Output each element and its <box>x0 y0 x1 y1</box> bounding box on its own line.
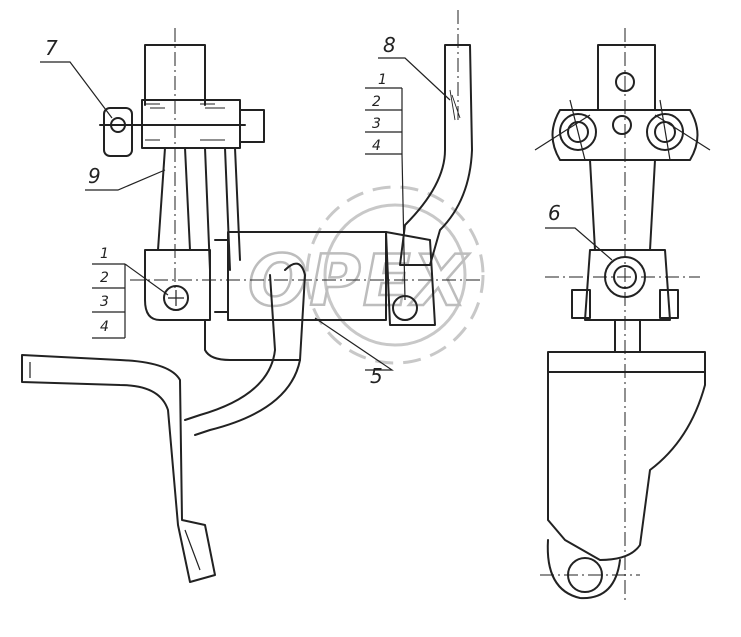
stack-left-4: 4 <box>100 319 109 335</box>
callout-9: 9 <box>88 164 101 188</box>
callout-stack-left: 1 2 3 4 <box>92 246 169 339</box>
stack-left-3: 3 <box>100 294 109 310</box>
callout-6: 6 <box>548 201 561 225</box>
right-assembly <box>534 28 711 600</box>
watermark-text: OPEX <box>248 240 470 322</box>
left-assembly <box>21 28 480 583</box>
callouts: 7 9 8 6 5 1 2 3 4 1 2 3 4 <box>40 33 613 388</box>
callout-5: 5 <box>370 364 383 388</box>
lever-8 <box>399 10 473 266</box>
stack-right-4: 4 <box>372 138 381 154</box>
stack-right-1: 1 <box>378 72 387 88</box>
callout-stack-right: 1 2 3 4 <box>365 72 406 301</box>
stack-right-2: 2 <box>372 94 381 110</box>
callout-8: 8 <box>383 33 396 57</box>
watermark: OPEX <box>247 185 485 365</box>
stack-right-3: 3 <box>372 116 381 132</box>
stack-left-1: 1 <box>100 246 109 262</box>
stack-left-2: 2 <box>100 270 109 286</box>
callout-7: 7 <box>45 36 58 60</box>
